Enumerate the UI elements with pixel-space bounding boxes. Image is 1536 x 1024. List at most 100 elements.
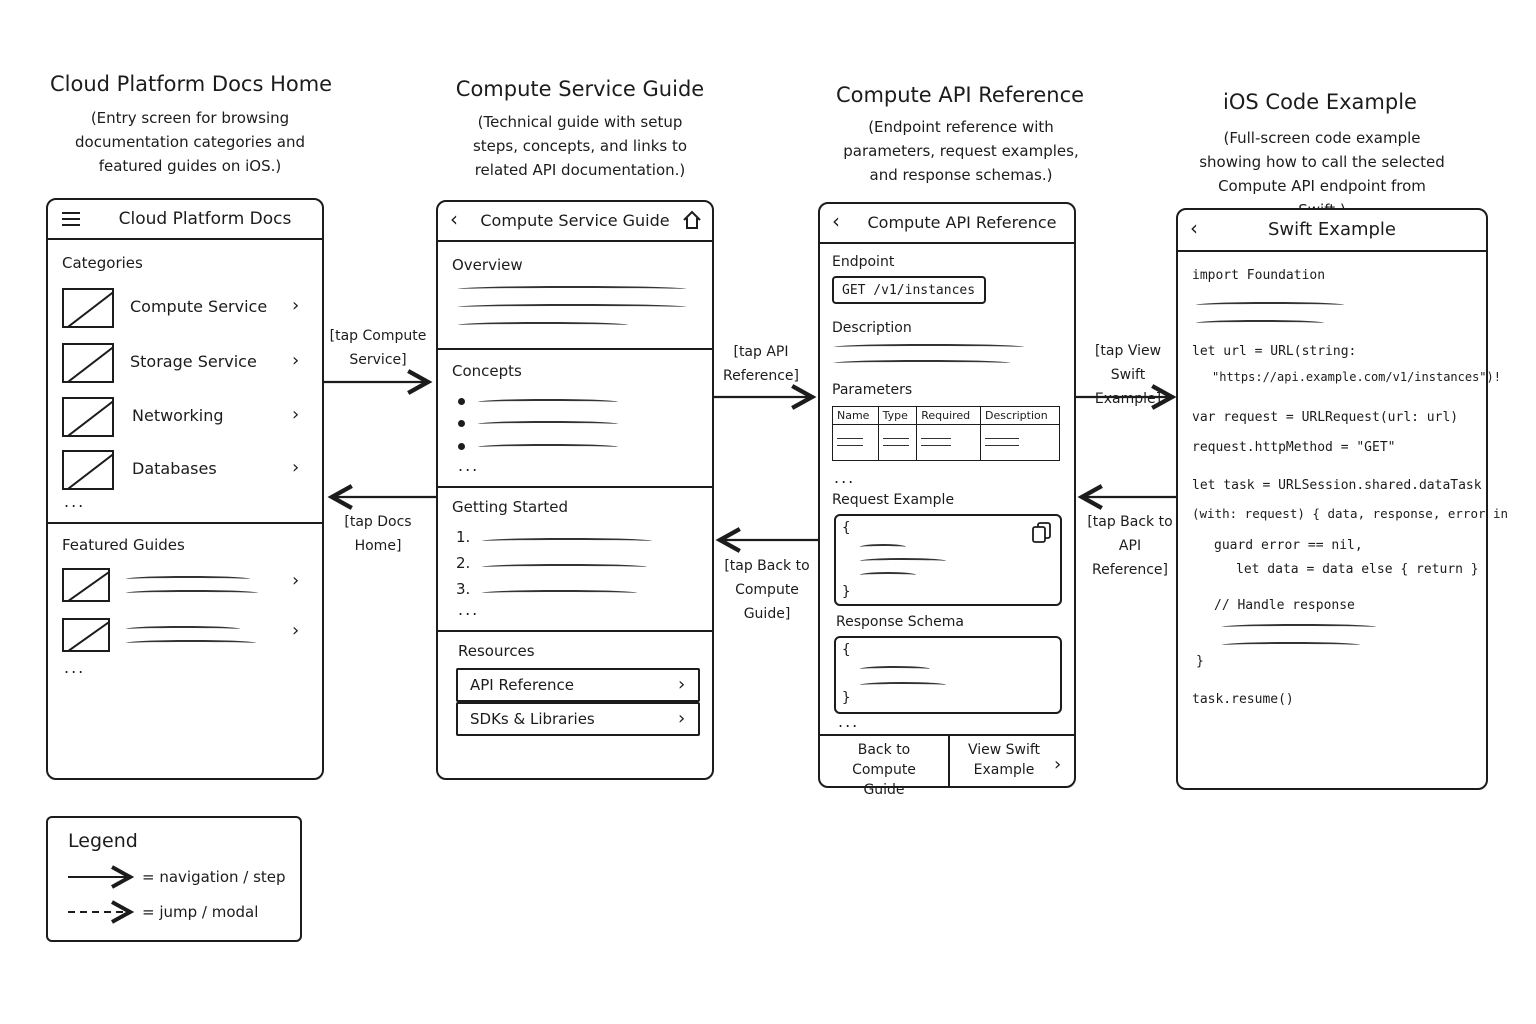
response-schema-title: Response Schema bbox=[836, 614, 964, 630]
transition-label: [tap View Swift Example] bbox=[1094, 343, 1162, 407]
back-chevron-icon[interactable]: ‹ bbox=[832, 209, 840, 233]
header: Cloud Platform Docs bbox=[48, 200, 322, 240]
category-row-networking[interactable]: Networking › bbox=[62, 397, 312, 439]
parameters-table: Name Type Required Description bbox=[832, 406, 1060, 461]
code-placeholder bbox=[860, 544, 906, 550]
legend-title: Legend bbox=[68, 830, 138, 852]
category-row-databases[interactable]: Databases › bbox=[62, 450, 312, 492]
featured-guide-row[interactable]: › bbox=[62, 568, 312, 604]
screen-desc-home: (Entry screen for browsing documentation… bbox=[75, 109, 305, 175]
more-ellipsis: ... bbox=[64, 658, 86, 677]
text-placeholder bbox=[126, 590, 258, 596]
resource-link-sdks[interactable]: SDKs & Libraries › bbox=[456, 702, 700, 736]
screen-title-api: Compute API Reference bbox=[835, 83, 1085, 107]
code-line: guard error == nil, bbox=[1214, 538, 1363, 553]
code-placeholder bbox=[860, 666, 930, 672]
category-label: Storage Service bbox=[130, 352, 257, 371]
more-ellipsis: ... bbox=[64, 492, 86, 511]
category-label: Databases bbox=[132, 459, 217, 478]
view-swift-example-button[interactable]: View Swift Example › bbox=[950, 734, 1074, 786]
endpoint-value: GET /v1/instances bbox=[842, 283, 976, 298]
more-ellipsis: ... bbox=[834, 468, 856, 487]
text-placeholder bbox=[482, 590, 637, 596]
code-placeholder bbox=[1196, 320, 1324, 326]
param-column-header: Type bbox=[877, 406, 918, 425]
menu-icon[interactable] bbox=[62, 212, 80, 226]
resource-label: API Reference bbox=[470, 676, 575, 694]
description-title: Description bbox=[832, 320, 912, 336]
divider bbox=[48, 522, 322, 524]
concepts-title: Concepts bbox=[452, 362, 522, 380]
text-placeholder bbox=[126, 576, 250, 582]
divider bbox=[438, 348, 712, 350]
back-chevron-icon[interactable]: ‹ bbox=[450, 207, 458, 231]
request-example-block: { } bbox=[834, 514, 1062, 606]
header: ‹ Compute API Reference bbox=[820, 204, 1074, 244]
divider bbox=[438, 630, 712, 632]
text-placeholder bbox=[126, 640, 256, 646]
legend-solid-label: = navigation / step bbox=[142, 868, 286, 886]
featured-guide-row[interactable]: › bbox=[62, 618, 312, 654]
back-chevron-icon[interactable]: ‹ bbox=[1190, 216, 1198, 240]
more-ellipsis: ... bbox=[458, 456, 480, 475]
code-line: // Handle response bbox=[1214, 598, 1355, 613]
category-row-storage[interactable]: Storage Service › bbox=[62, 343, 312, 385]
category-row-compute[interactable]: Compute Service › bbox=[62, 288, 312, 330]
code-line: let task = URLSession.shared.dataTask bbox=[1192, 478, 1482, 493]
legend-dashed-label: = jump / modal bbox=[142, 903, 259, 921]
code-line: import Foundation bbox=[1192, 268, 1326, 283]
code-line: let url = URL(string: bbox=[1192, 344, 1357, 359]
brace-close: } bbox=[842, 584, 851, 600]
text-placeholder bbox=[458, 286, 686, 292]
code-placeholder bbox=[860, 558, 946, 564]
text-placeholder bbox=[478, 444, 618, 450]
text-placeholder bbox=[478, 421, 618, 427]
resource-label: SDKs & Libraries bbox=[470, 710, 595, 728]
button-label: View Swift Example bbox=[967, 742, 1041, 778]
featured-title: Featured Guides bbox=[62, 536, 185, 554]
text-placeholder bbox=[126, 626, 240, 632]
text-placeholder bbox=[478, 399, 618, 405]
resources-title: Resources bbox=[458, 642, 535, 660]
phone-api: ‹ Compute API Reference Endpoint GET /v1… bbox=[818, 202, 1076, 798]
image-placeholder-icon bbox=[62, 450, 114, 490]
text-placeholder bbox=[834, 360, 1010, 366]
back-to-guide-button[interactable]: Back to Compute Guide bbox=[820, 734, 950, 798]
brace-open: { bbox=[842, 520, 851, 536]
image-placeholder-icon bbox=[62, 288, 114, 328]
request-example-title: Request Example bbox=[832, 492, 955, 508]
copy-icon[interactable] bbox=[1032, 522, 1052, 544]
text-placeholder bbox=[482, 538, 652, 544]
code-line: } bbox=[1196, 654, 1204, 669]
phone-home: Cloud Platform Docs Categories Compute S… bbox=[46, 198, 324, 780]
button-label: Back to Compute Guide bbox=[852, 742, 916, 798]
screen-title-swift: iOS Code Example bbox=[1223, 90, 1417, 114]
transition-label: [tap Back to Compute Guide] bbox=[724, 558, 810, 622]
bullet bbox=[458, 398, 465, 405]
phone-swift: ‹ Swift Example import Foundation let ur… bbox=[1176, 208, 1508, 790]
chevron-right-icon: › bbox=[292, 350, 300, 371]
response-schema-block: { } bbox=[834, 636, 1062, 714]
resource-link-api-reference[interactable]: API Reference › bbox=[456, 668, 700, 702]
overview-title: Overview bbox=[452, 256, 523, 274]
param-column-header: Required bbox=[916, 406, 982, 425]
header-title: Compute Service Guide bbox=[480, 211, 670, 230]
chevron-right-icon: › bbox=[292, 295, 300, 316]
chevron-right-icon: › bbox=[292, 457, 300, 478]
category-label: Networking bbox=[132, 406, 224, 425]
divider bbox=[438, 486, 712, 488]
param-column-header: Name bbox=[832, 406, 879, 425]
screen-title-home: Cloud Platform Docs Home bbox=[50, 72, 333, 96]
step-number: 1. bbox=[456, 528, 471, 546]
legend: Legend = navigation / step = jump / moda… bbox=[46, 816, 302, 942]
code-placeholder bbox=[1222, 624, 1376, 630]
chevron-right-icon: › bbox=[678, 708, 686, 729]
transition-label: [tap Compute Service] bbox=[329, 328, 427, 368]
home-icon[interactable] bbox=[682, 210, 702, 230]
code-line: (with: request) { data, response, error … bbox=[1192, 506, 1509, 521]
step-number: 2. bbox=[456, 554, 471, 572]
header: ‹ Compute Service Guide bbox=[438, 202, 712, 242]
param-cell bbox=[980, 424, 1060, 461]
parameters-title: Parameters bbox=[832, 382, 913, 398]
divider bbox=[820, 734, 1074, 736]
